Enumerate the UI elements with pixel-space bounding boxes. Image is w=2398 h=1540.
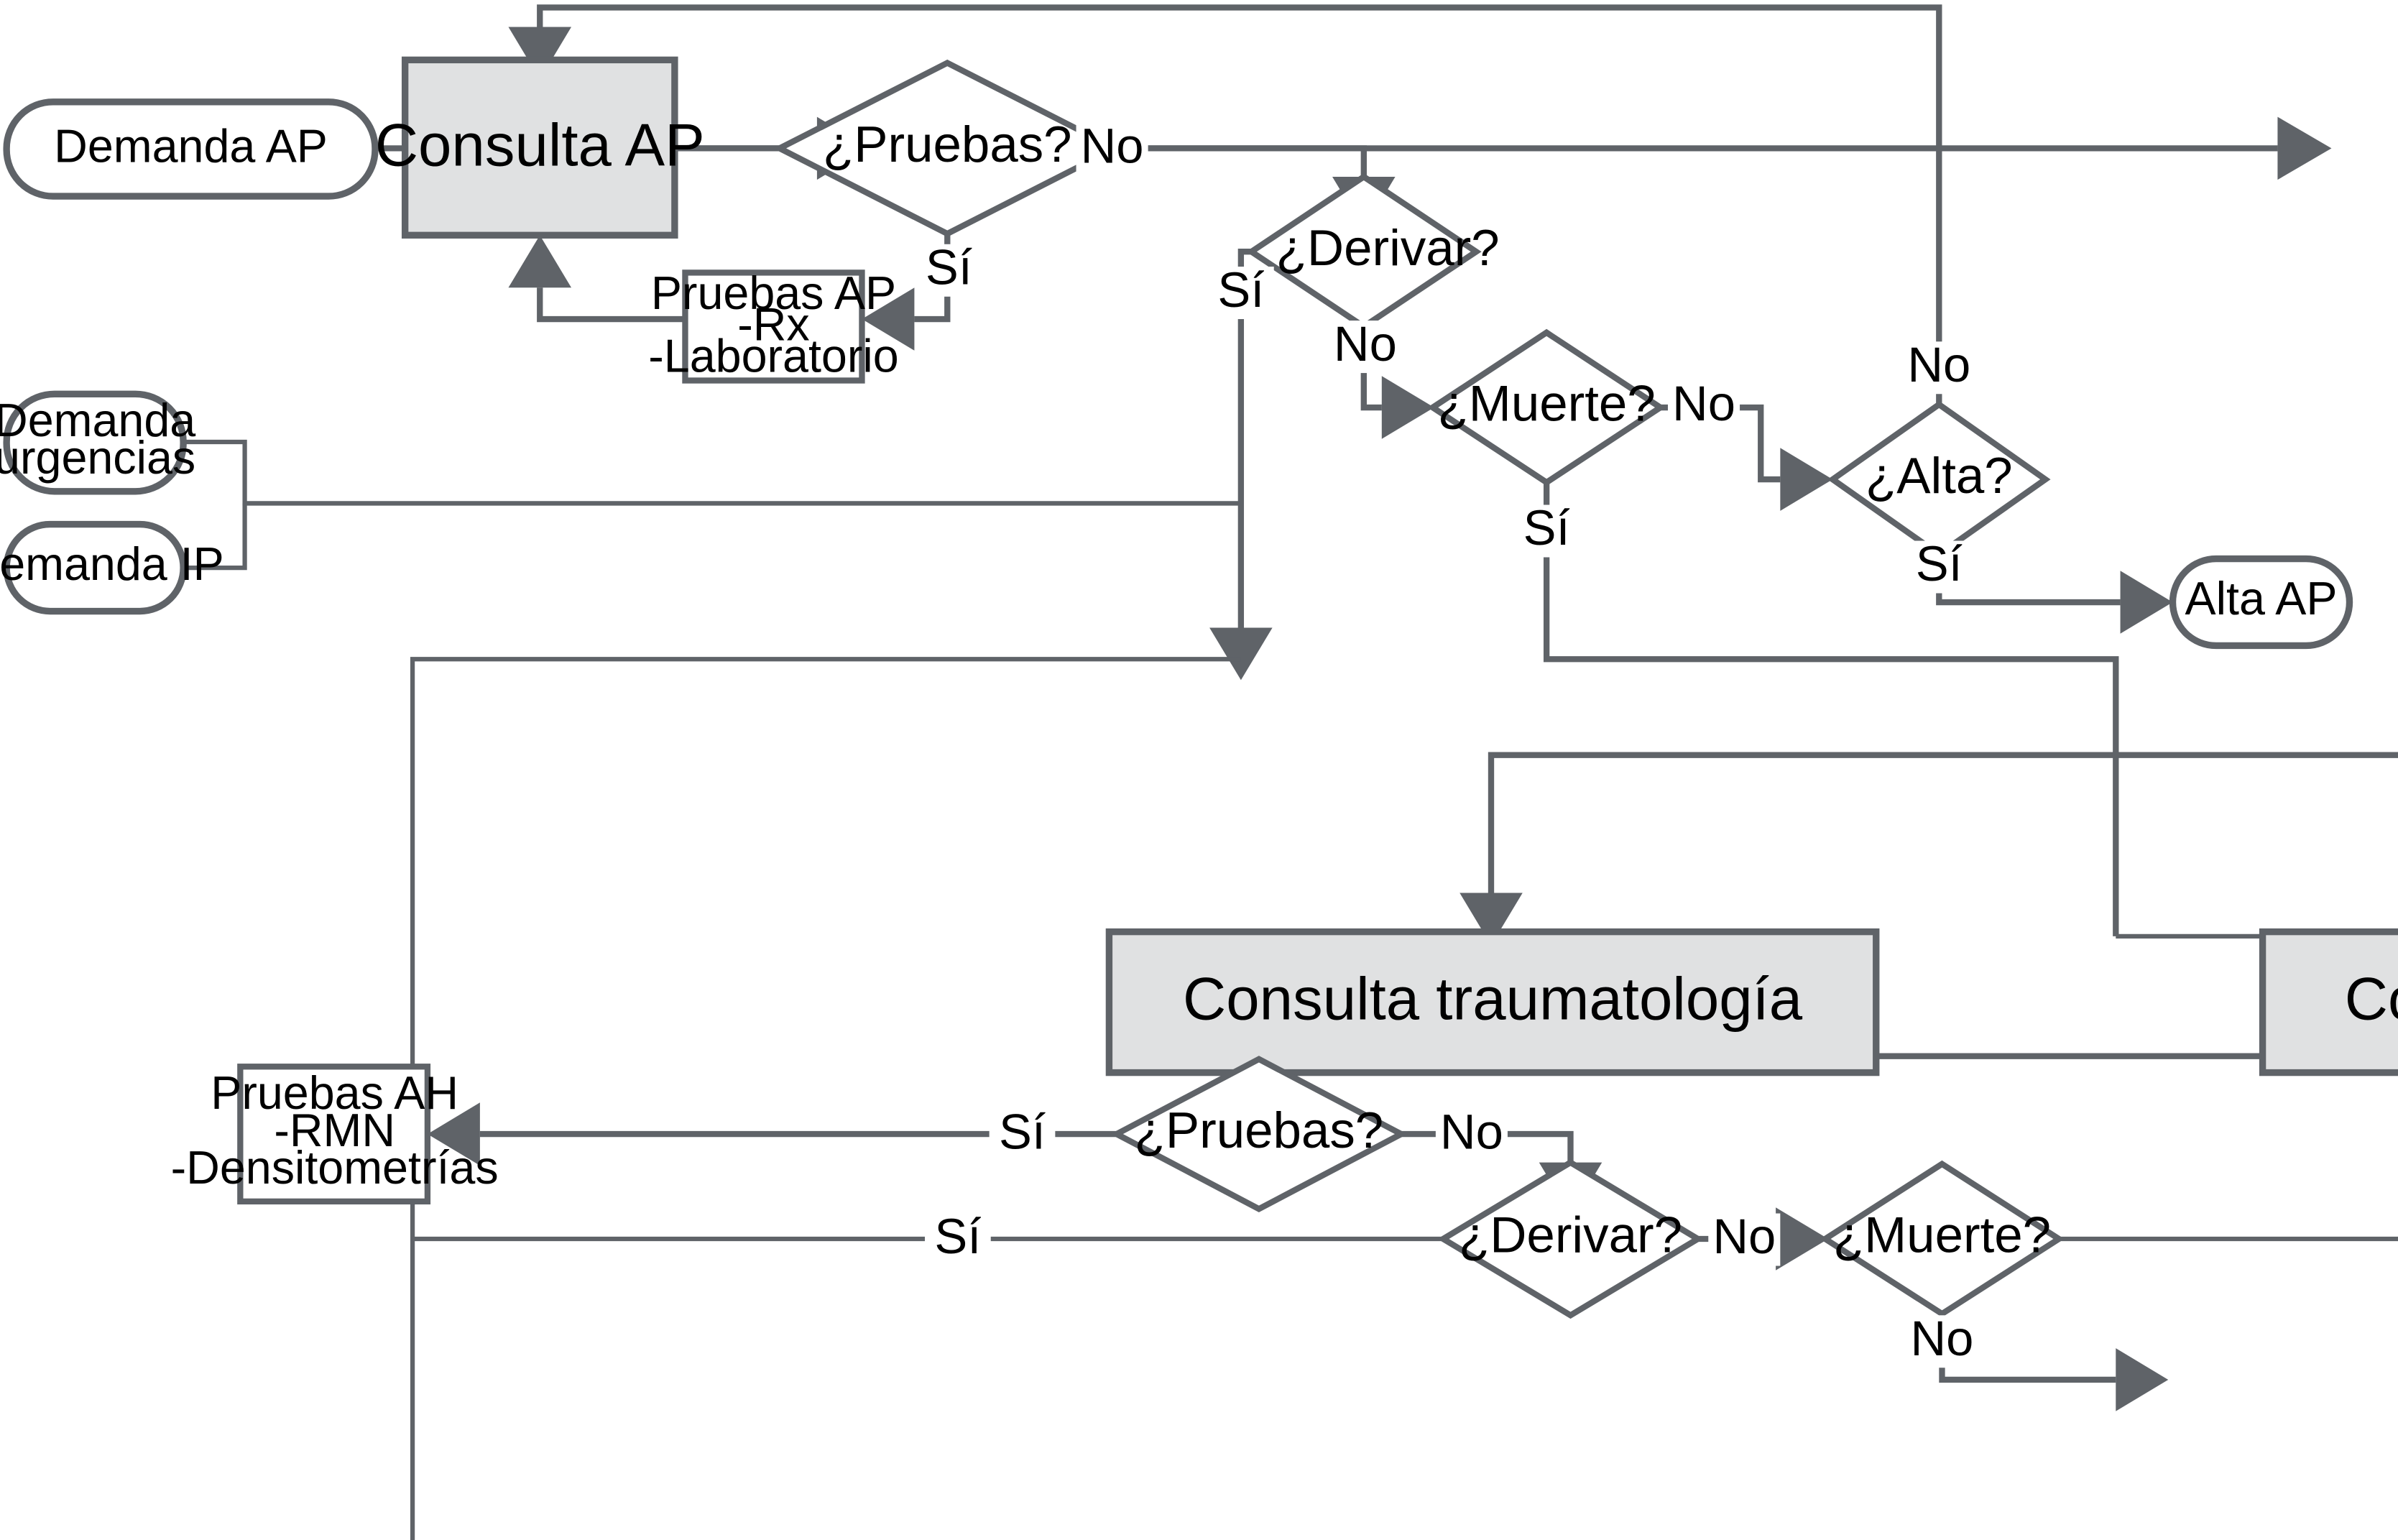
svg-text:Sí: Sí <box>1217 262 1264 318</box>
node-pruebas-question-ap-label: ¿Pruebas? <box>823 116 1072 173</box>
node-pruebas-ap-line2: -Rx <box>737 299 809 351</box>
edge-label-alta1-no: No <box>1903 337 1975 395</box>
svg-text:No: No <box>1907 337 1970 392</box>
node-demanda-ip[interactable]: Demanda IP <box>0 520 224 615</box>
node-pruebas-ah-line1: Pruebas AH <box>211 1067 458 1119</box>
node-demanda-ap[interactable]: Demanda AP <box>3 98 379 200</box>
node-pruebas-ah-box[interactable]: Pruebas AH -RMN -Densitometrías <box>171 1064 499 1205</box>
node-demanda-urgencias[interactable]: Demanda urgencias <box>0 390 195 495</box>
node-pruebas-ah-line2: -RMN <box>274 1105 395 1156</box>
node-alta-question-ap[interactable]: ¿Alta? <box>1827 400 2051 558</box>
svg-text:No: No <box>1334 316 1397 372</box>
node-consulta-ap[interactable]: Consulta AP <box>375 56 705 239</box>
edge-muerte1-si-to-muerte-causa <box>1543 479 2119 936</box>
edge-label-derivar2-no: No <box>1708 1209 1781 1266</box>
svg-text:Sí: Sí <box>926 239 972 295</box>
edge-especialista-to-traumatologia <box>1459 752 2398 946</box>
node-pruebas-question-ap[interactable]: ¿Pruebas? <box>773 59 1122 237</box>
svg-text:No: No <box>1440 1104 1503 1159</box>
svg-text:No: No <box>1081 119 1144 174</box>
node-consulta-reumatologia-label: Consulta reumatología <box>2345 966 2398 1033</box>
node-derivar-question-ah[interactable]: ¿Derivar? <box>1437 1158 1704 1319</box>
node-pruebas-ap-line3: -Laboratorio <box>648 330 898 382</box>
node-demanda-urgencias-line1: Demanda <box>0 395 195 446</box>
edge-label-alta1-si: Sí <box>1906 536 1973 594</box>
node-demanda-ap-label: Demanda AP <box>54 121 328 172</box>
node-muerte-question-ap-label: ¿Muerte? <box>1438 376 1656 433</box>
edge-label-pruebas1-si: Sí <box>916 239 982 297</box>
node-consulta-reumatologia[interactable]: Consulta reumatología <box>2259 928 2398 1076</box>
svg-text:Sí: Sí <box>999 1104 1046 1159</box>
node-alta-ap-label: Alta AP <box>2185 573 2338 624</box>
edge-demandas-to-especialista <box>180 439 1241 571</box>
node-muerte-question-ap[interactable]: ¿Muerte? <box>1427 328 1666 487</box>
edge-label-muerte2-no: No <box>1906 1311 1978 1368</box>
edge-label-pruebas2-no: No <box>1435 1104 1508 1161</box>
node-alta-question-ap-label: ¿Alta? <box>1866 448 2013 504</box>
svg-text:Sí: Sí <box>1916 536 1963 591</box>
svg-text:Sí: Sí <box>934 1209 981 1264</box>
node-muerte-question-ah-label: ¿Muerte? <box>1833 1207 2051 1264</box>
node-alta-ap[interactable]: Alta AP <box>2169 555 2353 650</box>
svg-text:No: No <box>1712 1209 1776 1264</box>
edge-pruebas-ap-to-consulta-ap <box>508 235 686 323</box>
svg-text:No: No <box>1672 376 1735 431</box>
node-consulta-traumatologia-label: Consulta traumatología <box>1183 966 1803 1033</box>
node-consulta-ap-label: Consulta AP <box>375 111 705 178</box>
edge-ah-loop-box <box>410 657 1241 1540</box>
node-pruebas-question-ah-label: ¿Pruebas? <box>1135 1102 1384 1159</box>
edge-label-pruebas2-si: Sí <box>989 1104 1056 1161</box>
node-derivar-question-ah-label: ¿Derivar? <box>1459 1207 1682 1264</box>
edge-label-pruebas1-no: No <box>1076 119 1148 175</box>
node-demanda-urgencias-line2: urgencias <box>0 432 195 484</box>
node-demanda-ip-label: Demanda IP <box>0 538 224 590</box>
svg-text:Sí: Sí <box>1523 500 1570 555</box>
edge-label-derivar1-si: Sí <box>1208 262 1274 320</box>
edge-label-derivar2-si: Sí <box>925 1209 991 1266</box>
edge-alta1-si-to-alta-ap <box>1936 554 2173 634</box>
node-derivar-question-ap[interactable]: ¿Derivar? <box>1245 172 1500 331</box>
node-pruebas-question-ah[interactable]: ¿Pruebas? <box>1110 1056 1408 1213</box>
node-pruebas-ap-line1: Pruebas AP <box>651 267 896 319</box>
edge-label-derivar1-no: No <box>1329 316 1401 374</box>
node-pruebas-ah-line3: -Densitometrías <box>171 1142 499 1194</box>
edge-label-muerte1-no: No <box>1667 376 1740 433</box>
edge-alta1-no-to-consulta-ap <box>508 4 1942 408</box>
node-consulta-traumatologia[interactable]: Consulta traumatología <box>1105 928 1880 1076</box>
svg-text:No: No <box>1911 1311 1974 1366</box>
node-derivar-question-ap-label: ¿Derivar? <box>1276 220 1500 277</box>
node-muerte-question-ah[interactable]: ¿Muerte? <box>1820 1160 2065 1318</box>
edge-label-muerte1-si: Sí <box>1513 500 1580 558</box>
node-pruebas-ap-box[interactable]: Pruebas AP -Rx -Laboratorio <box>648 267 899 384</box>
